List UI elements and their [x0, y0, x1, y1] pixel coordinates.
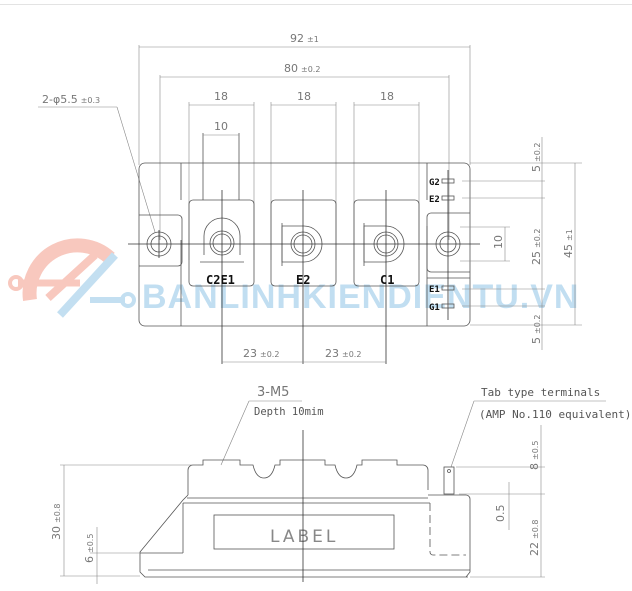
- side-view: 3-M5 Depth 10mim Tab type terminals (AMP…: [50, 385, 631, 584]
- tab-label-g2: G2: [429, 178, 440, 188]
- hole-note: 2-φ5.5±0.3: [42, 93, 100, 106]
- dim-right-mid: 25±0.2: [530, 229, 543, 265]
- tab-note-2: (AMP No.110 equivalent): [479, 408, 631, 421]
- dim-base: 6±0.5: [83, 534, 96, 563]
- label-text: LABEL: [270, 527, 338, 547]
- dim-hole-dia-right: 10: [492, 235, 505, 249]
- dim-terminal-width-3: 18: [380, 90, 394, 103]
- terminal-label-c2e1: C2E1: [206, 273, 235, 287]
- screw-depth-note: Depth 10mim: [254, 406, 324, 418]
- dim-right-bot: 5±0.2: [530, 315, 543, 344]
- dim-overall-width: 45±1: [562, 229, 575, 258]
- dim-terminal-width-1: 18: [214, 90, 228, 103]
- dim-height: 30±0.8: [50, 504, 63, 540]
- dim-overall-length: 92±1: [290, 32, 319, 45]
- top-divider: [0, 4, 632, 5]
- dim-terminal-pitch-2: 23±0.2: [325, 347, 361, 360]
- tab-label-e2: E2: [429, 195, 440, 205]
- watermark-text: BANLINHKIENDIENTU.VN: [142, 278, 579, 316]
- screw-note: 3-M5: [257, 385, 289, 400]
- dim-terminal-inner: 10: [214, 120, 228, 133]
- tab-note-1: Tab type terminals: [481, 386, 600, 399]
- dim-mount-pitch: 80±0.2: [284, 62, 320, 75]
- watermark-logo-icon: [8, 238, 136, 318]
- dim-right-top: 5±0.2: [530, 143, 543, 172]
- dim-body-height: 22±0.8: [528, 520, 541, 556]
- dim-tab-offset: 0.5: [494, 505, 507, 523]
- top-view: 92±1 80±0.2 18 18 18 10 2-φ5.5±0.3: [38, 32, 582, 364]
- tab-label-e1: E1: [429, 285, 440, 295]
- terminal-label-e2: E2: [296, 273, 310, 287]
- tab-label-g1: G1: [429, 303, 440, 313]
- dim-terminal-width-2: 18: [297, 90, 311, 103]
- terminal-label-c1: C1: [380, 273, 394, 287]
- dim-tab-height: 8±0.5: [528, 441, 541, 470]
- dim-terminal-pitch-1: 23±0.2: [243, 347, 279, 360]
